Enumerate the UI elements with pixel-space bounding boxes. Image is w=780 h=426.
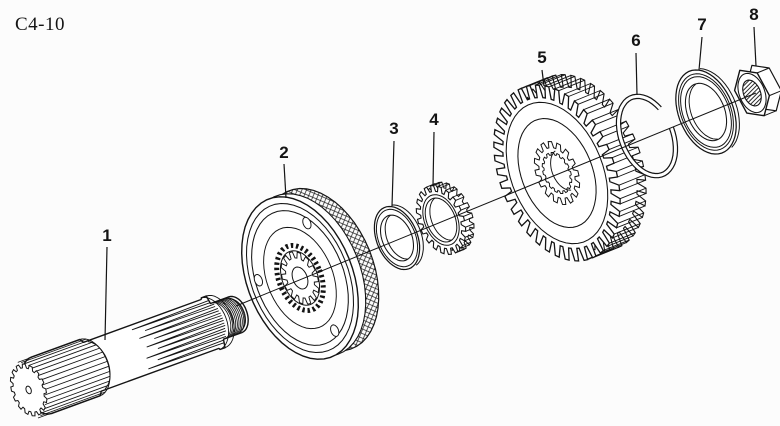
part-number-label-6: 6 — [631, 31, 640, 50]
part-number-label-8: 8 — [749, 5, 758, 24]
leader-line-7 — [698, 36, 703, 71]
leader-line-6 — [635, 52, 638, 96]
part-number-label-2: 2 — [279, 143, 288, 162]
part-number-label-3: 3 — [389, 119, 398, 138]
leader-line-4 — [432, 131, 435, 187]
part-6-snap-ring-drawing — [615, 93, 679, 179]
part-7-washer-drawing — [675, 68, 740, 155]
part-5-gear-drawing — [493, 74, 647, 262]
leader-line-5 — [541, 69, 545, 87]
leader-line-1 — [104, 246, 108, 341]
part-number-label-1: 1 — [102, 226, 111, 245]
part-2-hub-drawing — [240, 187, 380, 360]
leader-line-2 — [283, 163, 287, 199]
part-labels: 1 2 3 4 5 6 7 8 — [102, 5, 759, 341]
leader-line-3 — [391, 140, 395, 207]
part-4-toothed-ring-drawing — [415, 181, 475, 255]
leader-line-8 — [753, 26, 757, 67]
part-8-nut-drawing — [733, 64, 780, 117]
part-3-ring-drawing — [373, 204, 424, 271]
page-title: C4-10 — [15, 14, 65, 35]
part-number-label-5: 5 — [537, 48, 546, 67]
part-number-label-4: 4 — [429, 110, 439, 129]
part-number-label-7: 7 — [697, 15, 706, 34]
hub-spline-balls — [274, 242, 326, 314]
assembly-centerline — [235, 92, 757, 307]
part-1-shaft-drawing — [9, 295, 249, 419]
